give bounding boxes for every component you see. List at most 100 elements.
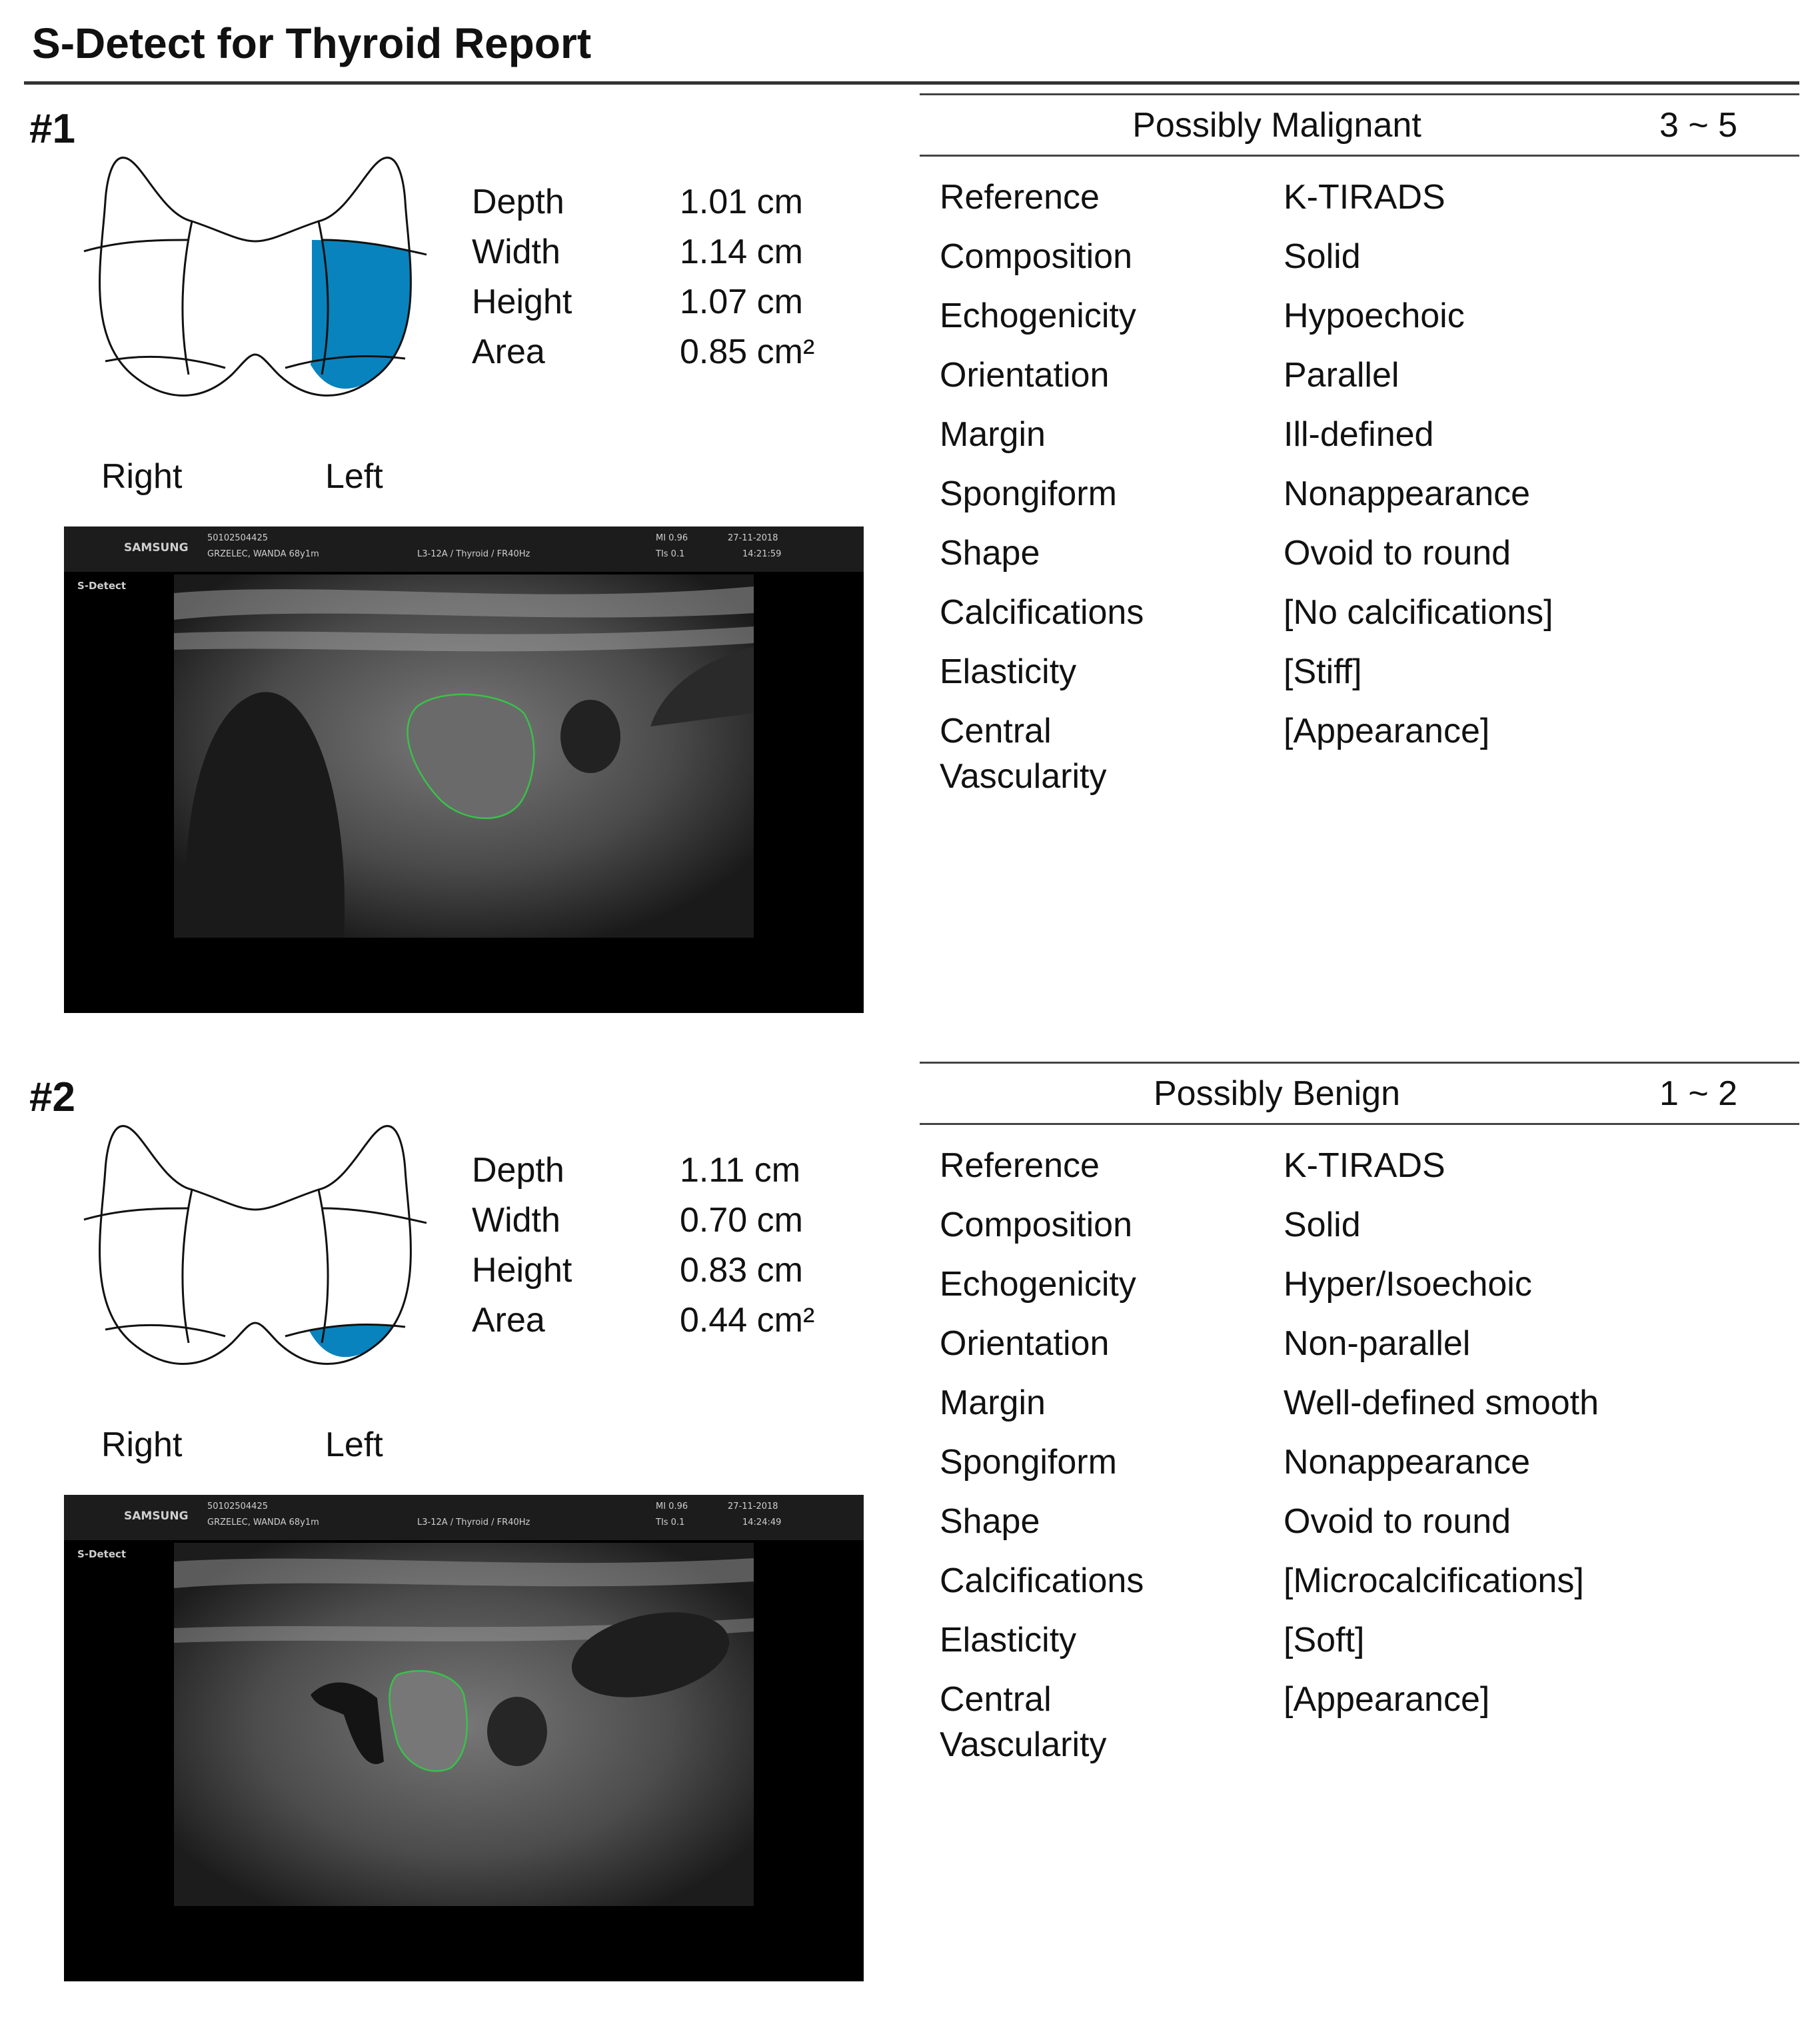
feature-label-line2: Vascularity (940, 1725, 1107, 1764)
measurement-label: Area (472, 333, 545, 371)
feature-value: Nonappearance (1284, 475, 1531, 513)
us-patient-id: 50102504425 (207, 533, 268, 543)
feature-label: Reference (940, 1146, 1100, 1185)
measurement-label: Depth (472, 183, 564, 221)
measurement-value: 0.70 cm (680, 1201, 803, 1240)
result-score: 3 ~ 5 (1659, 106, 1738, 145)
result-header: Possibly Malignant 3 ~ 5 (920, 99, 1799, 155)
right-label: Right (101, 457, 183, 496)
feature-value: Solid (1284, 237, 1361, 276)
measurement-value: 0.85 cm² (680, 333, 815, 371)
measurement-value: 0.44 cm² (680, 1301, 815, 1340)
us-brand: SAMSUNG (124, 541, 189, 554)
result-header-rule (920, 155, 1799, 157)
us-probe: L3-12A / Thyroid / FR40Hz (417, 549, 530, 559)
feature-value: K-TIRADS (1284, 178, 1445, 217)
us-mode: S-Detect (77, 580, 127, 592)
ultrasound-image: SAMSUNG 50102504425 GRZELEC, WANDA 68y1m… (64, 526, 864, 1013)
feature-label: Shape (940, 1502, 1040, 1541)
measurement-label: Width (472, 1201, 560, 1240)
result-category: Possibly Benign (1154, 1074, 1400, 1113)
report-title: S-Detect for Thyroid Report (32, 19, 592, 67)
measurement-label: Area (472, 1301, 545, 1340)
feature-table: Reference K-TIRADS Composition Solid Echog… (940, 168, 1750, 806)
feature-value: Hypoechoic (1284, 297, 1465, 335)
feature-label: Composition (940, 1206, 1133, 1244)
feature-label: Margin (940, 415, 1046, 454)
feature-label: Calcifications (940, 593, 1144, 632)
result-score: 1 ~ 2 (1659, 1074, 1738, 1113)
measurement-row: Depth 1.01 cm (472, 177, 853, 227)
feature-value: Hyper/Isoechoic (1284, 1265, 1532, 1304)
feature-value: Ovoid to round (1284, 534, 1511, 572)
feature-value: [No calcifications] (1284, 593, 1553, 632)
feature-row: Margin Well-defined smooth (940, 1374, 1750, 1433)
feature-label: Margin (940, 1384, 1046, 1422)
feature-label: Orientation (940, 356, 1110, 395)
thyroid-diagram-icon (83, 157, 427, 397)
feature-value: [Appearance] (1284, 712, 1490, 750)
feature-row: Orientation Parallel (940, 346, 1750, 405)
feature-row: Reference K-TIRADS (940, 168, 1750, 227)
nodule-number: #1 (29, 106, 75, 152)
us-patient-name: GRZELEC, WANDA 68y1m (207, 1518, 319, 1527)
measurement-value: 0.83 cm (680, 1251, 803, 1290)
feature-label: Spongiform (940, 1443, 1117, 1482)
measurement-row: Width 1.14 cm (472, 227, 853, 277)
result-top-rule (920, 93, 1799, 95)
measurement-label: Height (472, 1251, 572, 1290)
feature-value: K-TIRADS (1284, 1146, 1445, 1185)
feature-value: Ill-defined (1284, 415, 1434, 454)
left-label: Left (325, 457, 383, 496)
feature-label: Composition (940, 237, 1133, 276)
feature-label: Calcifications (940, 1561, 1144, 1600)
result-header-rule (920, 1123, 1799, 1125)
feature-label: Shape (940, 534, 1040, 572)
us-brand: SAMSUNG (124, 1510, 189, 1523)
measurement-value: 1.01 cm (680, 183, 803, 221)
feature-label: Orientation (940, 1324, 1110, 1363)
feature-value: Nonappearance (1284, 1443, 1531, 1482)
feature-label: Echogenicity (940, 1265, 1136, 1304)
feature-row: Margin Ill-defined (940, 405, 1750, 465)
us-date: 27-11-2018 (728, 1502, 778, 1512)
feature-label: Elasticity (940, 1621, 1077, 1659)
feature-label: Reference (940, 178, 1100, 217)
measurement-value: 1.11 cm (680, 1151, 801, 1190)
measurement-label: Height (472, 283, 572, 321)
feature-row: Shape Ovoid to round (940, 524, 1750, 583)
region-left-upper (312, 240, 411, 361)
region-left-lower (289, 1324, 411, 1358)
measurement-label: Width (472, 233, 560, 271)
feature-value: [Soft] (1284, 1621, 1365, 1659)
us-mi: MI 0.96 (656, 533, 688, 543)
feature-value: Non-parallel (1284, 1324, 1471, 1363)
us-mode: S-Detect (77, 1548, 127, 1560)
right-label: Right (101, 1426, 183, 1464)
feature-value: Parallel (1284, 356, 1399, 395)
us-patient-id: 50102504425 (207, 1502, 268, 1512)
measurement-value: 1.14 cm (680, 233, 803, 271)
measurement-row: Height 0.83 cm (472, 1246, 853, 1296)
feature-row: Elasticity [Soft] (940, 1611, 1750, 1670)
us-probe: L3-12A / Thyroid / FR40Hz (417, 1518, 530, 1527)
feature-label: Spongiform (940, 475, 1117, 513)
title-divider (24, 81, 1799, 85)
feature-row: Reference K-TIRADS (940, 1136, 1750, 1196)
feature-row: Calcifications [No calcifications] (940, 583, 1750, 642)
feature-row: Spongiform Nonappearance (940, 465, 1750, 524)
us-time: 14:24:49 (742, 1518, 782, 1527)
feature-row: Composition Solid (940, 227, 1750, 287)
feature-value: Well-defined smooth (1284, 1384, 1599, 1422)
feature-label-line1: Central (940, 712, 1052, 750)
